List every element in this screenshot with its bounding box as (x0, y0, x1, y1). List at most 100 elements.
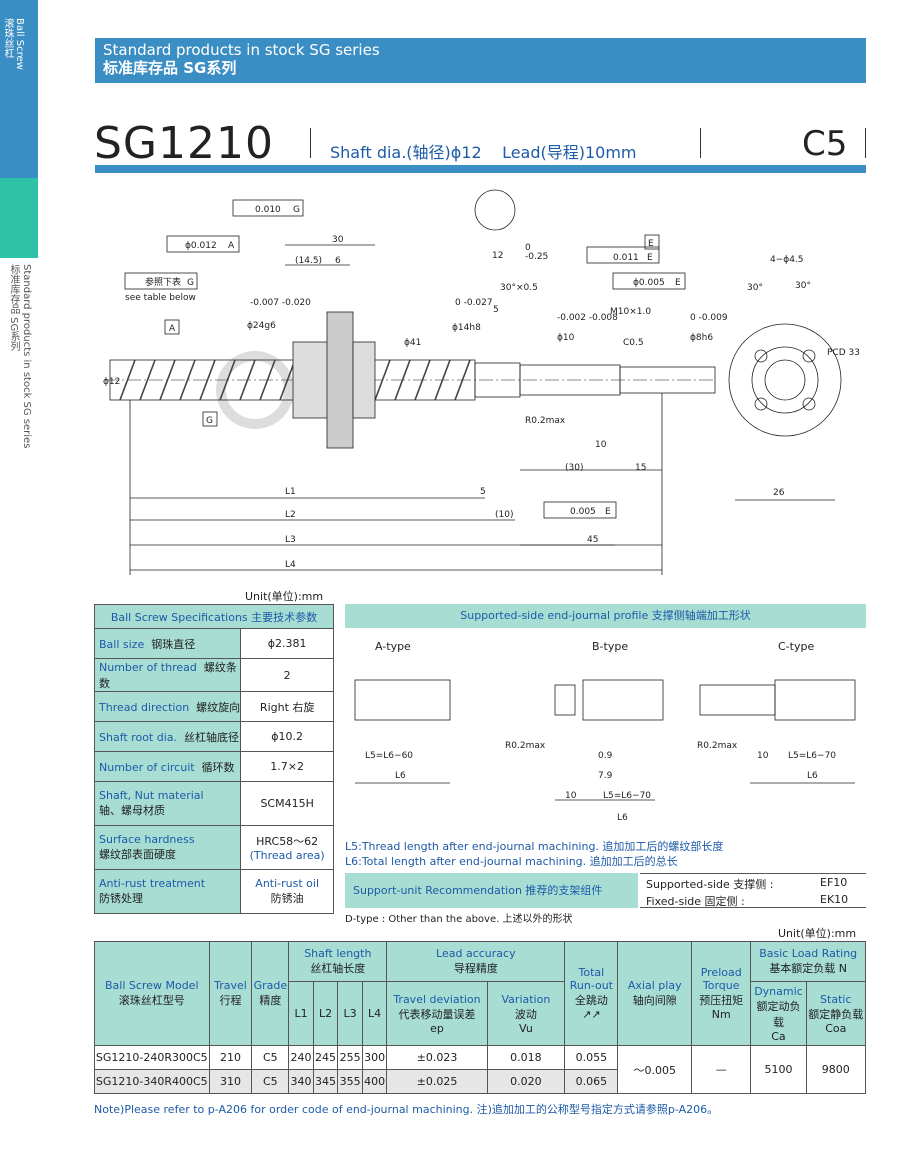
label-dim-26: 26 (773, 488, 785, 498)
note-l6: L6:Total length after end-journal machin… (345, 855, 678, 868)
spec-row: Thread direction 螺纹旋向 Right 右旋 (93, 691, 334, 722)
cell-model: SG1210-240R300C5 (94, 1045, 210, 1070)
label-datum-g: G (206, 416, 213, 426)
spec-value: 2 (240, 658, 334, 692)
spec-value-note: 防锈油 (270, 892, 304, 905)
h-dev-cn: 代表移动量误差 (398, 1007, 476, 1021)
section-banner: Standard products in stock SG series 标准库… (95, 38, 866, 83)
spec-row: Number of thread 螺纹条数 2 (93, 658, 334, 692)
note-l5: L5:Thread length after end-journal machi… (345, 840, 724, 853)
label-dim-10: 10 (595, 440, 607, 450)
h-l4: L4 (361, 981, 388, 1046)
unit-label-top: Unit(单位):mm (245, 590, 324, 603)
cell-var: 0.018 (486, 1045, 566, 1070)
cell-dynamic: 5100 (750, 1045, 807, 1094)
grade-label: C5 (802, 124, 848, 164)
support-rule (640, 907, 866, 908)
b-type-r02: R0.2max (505, 741, 546, 751)
h-preload-en: Preload Torque (700, 966, 742, 992)
label-l4: L4 (285, 560, 296, 570)
label-dim-10p: (10) (495, 510, 513, 520)
h-dyn-en: Dynamic (754, 984, 803, 998)
gdt-frame-circ (166, 235, 240, 253)
cell-l3: 255 (337, 1045, 363, 1070)
table-row: SG1210-340R400C5 310 C5 340 345 355 400 … (94, 1069, 866, 1094)
side-tab-title-cn: 滚珠丝杠 (2, 18, 13, 58)
label-see-table: 参照下表 (145, 276, 181, 288)
h-lead-cn: 导程精度 (453, 962, 498, 975)
label-dim-45: 45 (587, 535, 598, 545)
spec-label-en: Number of thread (99, 661, 197, 674)
cell-l2: 245 (312, 1045, 339, 1070)
a-type-shaft (354, 679, 451, 721)
cell-l1: 340 (288, 1069, 314, 1094)
cell-axial: ～0.005 (617, 1045, 693, 1094)
h-runout-cn: 全跳动 (574, 994, 608, 1007)
h-travel-en: Travel (214, 979, 247, 992)
label-d8h6: ϕ8h6 (690, 333, 713, 343)
flange-hole (754, 349, 768, 363)
dtype-note: D-type : Other than the above. 上述以外的形状 (345, 914, 573, 925)
h-axial-en: Axial play (627, 979, 682, 992)
footer-note: Note)Please refer to p-A206 for order co… (94, 1103, 719, 1116)
a-type-l5: L5=L6−60 (365, 751, 413, 761)
label-d12: ϕ12 (103, 377, 120, 387)
c-type-10: 10 (757, 751, 769, 761)
spec-row: Number of circuit 循环数 1.7×2 (93, 751, 334, 782)
gdt-frame-runout (586, 246, 660, 264)
label-dim-14-5: (14.5) (295, 256, 322, 266)
spec-table: Ball Screw Specifications 主要技术参数 Ball si… (93, 604, 334, 914)
fixed-side-label: Fixed-side 固定侧 : (646, 895, 745, 908)
cell-runout: 0.065 (564, 1069, 619, 1094)
spec-label-cn: 防锈处理 (99, 892, 143, 905)
profile-b-type: B-type (592, 640, 629, 653)
profile-a-type: A-type (375, 640, 411, 653)
side-tab-ball-screw: Ball Screw 滚珠丝杠 (0, 0, 38, 178)
c-type-r02: R0.2max (697, 741, 738, 751)
b-type-neck (554, 684, 576, 716)
cell-var: 0.020 (486, 1069, 566, 1094)
cell-preload: — (691, 1045, 752, 1094)
header-divider (865, 128, 866, 158)
gdt-frame-perp2 (543, 501, 617, 519)
shaft-diameter: Shaft dia.(轴径)ϕ12 (330, 143, 482, 162)
h-model-en: Ball Screw Model (105, 979, 199, 992)
spec-label-en: Shaft root dia. (99, 730, 178, 744)
cell-l4: 400 (361, 1069, 388, 1094)
h-load-en: Basic Load Rating (759, 947, 858, 960)
label-holes: 4−ϕ4.5 (770, 255, 804, 265)
spec-label-cn: 丝杠轴底径 (184, 730, 240, 744)
side-tab-title-en: Ball Screw (14, 18, 25, 70)
h-shaft-en: Shaft length (304, 947, 372, 960)
b-type-10: 10 (565, 791, 577, 801)
cell-l1: 240 (288, 1045, 314, 1070)
spec-label-en: Anti-rust treatment (99, 877, 206, 890)
journal-end (619, 366, 716, 394)
flange-hole (802, 349, 816, 363)
profile-c-type: C-type (778, 640, 815, 653)
label-angle-30b: 30° (795, 281, 811, 291)
a-type-l6: L6 (395, 771, 406, 781)
header-divider (310, 128, 311, 158)
h-var-sym: Vu (519, 1021, 533, 1035)
label-d8h6-tol: 0 -0.009 (690, 313, 728, 323)
label-circ2-ref: E (675, 278, 681, 288)
spec-label-cn: 螺纹条数 (99, 661, 237, 690)
label-d14: ϕ14h8 (452, 323, 481, 333)
c-type-l5: L5=L6−70 (788, 751, 836, 761)
watermark-logo (216, 351, 294, 429)
spec-label-cn: 钢珠直径 (151, 637, 196, 651)
label-datum-e: E (648, 239, 654, 249)
banner-title-en: Standard products in stock SG series (103, 41, 380, 59)
cell-runout: 0.055 (564, 1045, 619, 1070)
label-perp-ref: G (293, 205, 300, 215)
gdt-frame-see-table (124, 272, 198, 290)
nut-body (292, 341, 334, 419)
flange-hole (754, 397, 768, 411)
b-type-09: 0.9 (598, 751, 613, 761)
cell-static: 9800 (805, 1045, 867, 1094)
profile-drawing: L5=L6−60 L6 R0.2max 0.9 7.9 10 L5=L6−70 … (354, 679, 856, 823)
label-tol-0: 0 (525, 243, 531, 253)
unit-label-bottom: Unit(单位):mm (778, 927, 857, 940)
